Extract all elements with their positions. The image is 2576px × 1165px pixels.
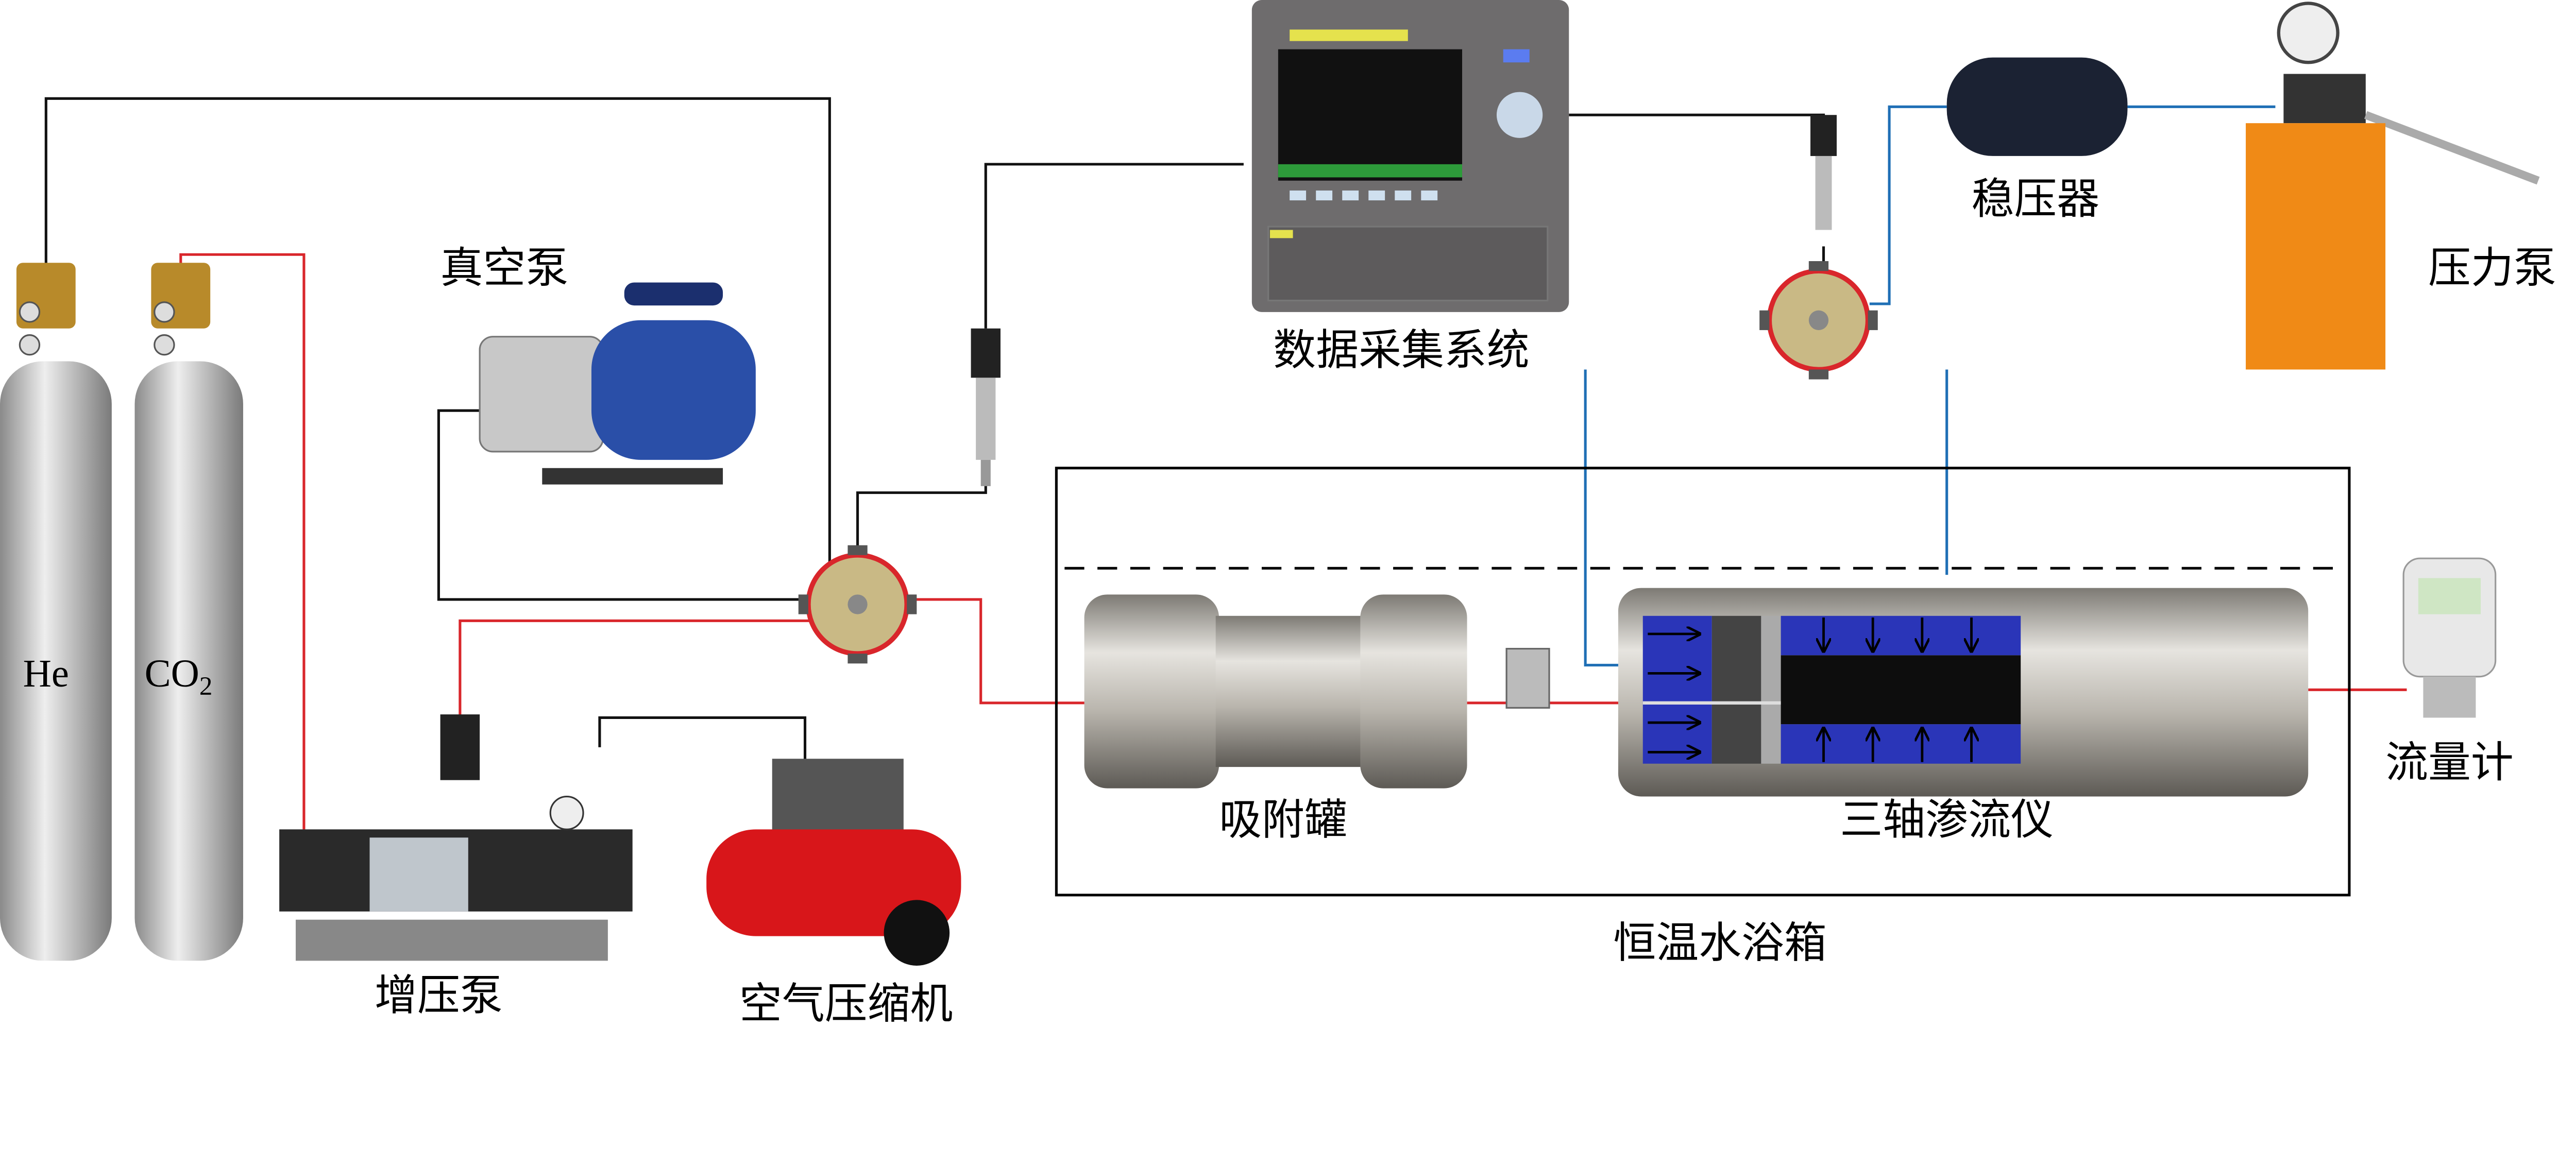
flow-meter-label: 流量计: [2385, 737, 2514, 787]
stabilizer-line: [1869, 105, 1947, 305]
co2-cylinder: CO2: [134, 263, 243, 961]
booster-gas-line: [459, 619, 814, 723]
needle-valve[interactable]: [1505, 647, 1550, 709]
pressure-transducer-2: [1810, 115, 1837, 230]
stabilizer-label: 稳压器: [1972, 174, 2100, 224]
data-acquisition-label: 数据采集系统: [1273, 325, 1529, 375]
vacuum-pump: 真空泵: [440, 243, 756, 485]
daq-line-right: [1569, 113, 1825, 132]
data-acquisition-system: 数据采集系统: [1251, 0, 1569, 375]
confining-pressure-top: [1781, 615, 2021, 656]
daq-line-left: [984, 163, 1244, 329]
booster-pump: 增压泵: [279, 714, 633, 1020]
he-label: He: [23, 652, 69, 695]
water-bath-label: 恒温水浴箱: [1613, 918, 1826, 968]
axial-pressure-chamber: [1642, 615, 1712, 764]
pressure-pump-label: 压力泵: [2428, 243, 2556, 293]
pressure-transducer-1: [971, 328, 1001, 486]
four-way-valve-1[interactable]: [798, 545, 917, 664]
he-signal-line: [44, 97, 831, 567]
pressure-pump: 压力泵: [2246, 2, 2556, 370]
confining-pressure-bottom: [1781, 724, 2021, 764]
four-way-valve-2[interactable]: [1759, 261, 1878, 380]
booster-pump-label: 增压泵: [375, 970, 503, 1020]
compressor-air-line: [598, 716, 807, 792]
triaxial-seepage-cell: 三轴渗流仪: [1618, 588, 2309, 845]
he-cylinder: He: [0, 263, 112, 961]
coal-sample: [1781, 655, 2021, 725]
flow-meter: 流量计: [2385, 557, 2514, 787]
constant-temperature-water-bath: 恒温水浴箱: [1055, 467, 2351, 968]
pressure-stabilizer: 稳压器: [1946, 57, 2128, 224]
adsorption-tank-label: 吸附罐: [1219, 795, 1347, 845]
air-compressor-label: 空气压缩机: [739, 979, 953, 1025]
triaxial-cell-label: 三轴渗流仪: [1840, 795, 2053, 845]
adsorption-tank: 吸附罐: [1084, 594, 1467, 845]
valve-to-tank-line: [911, 598, 1093, 705]
vacuum-pump-label: 真空泵: [440, 243, 569, 293]
vacuum-line: [437, 409, 822, 601]
transducer1-line: [856, 476, 987, 562]
co2-label: CO2: [145, 652, 213, 701]
air-compressor: 空气压缩机: [706, 759, 961, 1025]
experimental-setup-diagram: He CO2 真空泵 数据采集系统: [0, 0, 2556, 1025]
